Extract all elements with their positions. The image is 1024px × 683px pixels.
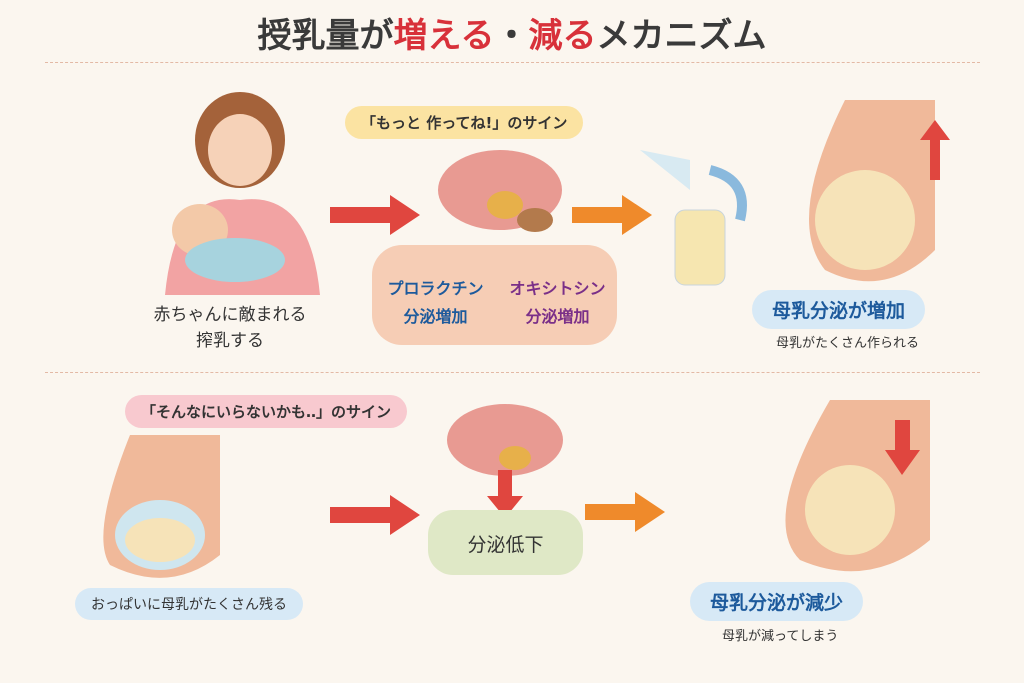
hormone-box: [372, 245, 617, 345]
sign-bubble-bottom: 「そんなにいらないかも‥」のサイン: [125, 395, 408, 428]
breast-decrease-illustration: [760, 400, 970, 580]
decrease-label: 分泌低下: [467, 534, 544, 556]
title-decrease: 減る: [528, 16, 597, 56]
prolactin-label: プロラクチン: [387, 279, 484, 298]
arrow-down-icon: [487, 470, 523, 522]
breast-increase-illustration: [785, 100, 975, 290]
divider: [45, 62, 980, 63]
result-decrease: 母乳分泌が減少: [690, 582, 864, 621]
title-part: メカニズム: [596, 16, 767, 56]
brain-icon: [445, 400, 575, 494]
breast-pump-icon: [630, 140, 760, 294]
decrease-box: [428, 510, 583, 575]
pump-label: 搾乳する: [196, 331, 264, 351]
result-increase-sub: 母乳がたくさん作られる: [776, 336, 920, 351]
oxytocin-label: オキシトシン: [509, 279, 606, 298]
mother-baby-illustration: [145, 80, 325, 295]
result-decrease-sub: 母乳が減ってしまう: [722, 629, 839, 644]
arrow-right-icon: [572, 195, 652, 239]
title-part: 授乳量が: [257, 16, 394, 56]
breast-label: おっぱいに母乳がたくさん残る: [75, 588, 303, 620]
baby-label: 赤ちゃんに敵まれる: [153, 305, 307, 325]
oxytocin-increase: 分泌増加: [525, 307, 590, 326]
brain-icon: [435, 145, 565, 249]
sign-bubble-top: 「もっと 作ってね!」のサイン: [345, 106, 584, 139]
divider: [45, 372, 980, 373]
title-sep: ・: [494, 16, 529, 56]
arrow-right-icon: [330, 495, 420, 539]
result-increase: 母乳分泌が増加: [752, 290, 926, 329]
full-breast-illustration: [90, 435, 240, 589]
arrow-right-icon: [585, 492, 665, 536]
title-increase: 増える: [393, 16, 495, 56]
prolactin-increase: 分泌増加: [403, 307, 468, 326]
arrow-right-icon: [330, 195, 420, 239]
page-title: 授乳量が増える・減るメカニズム: [0, 8, 1024, 57]
